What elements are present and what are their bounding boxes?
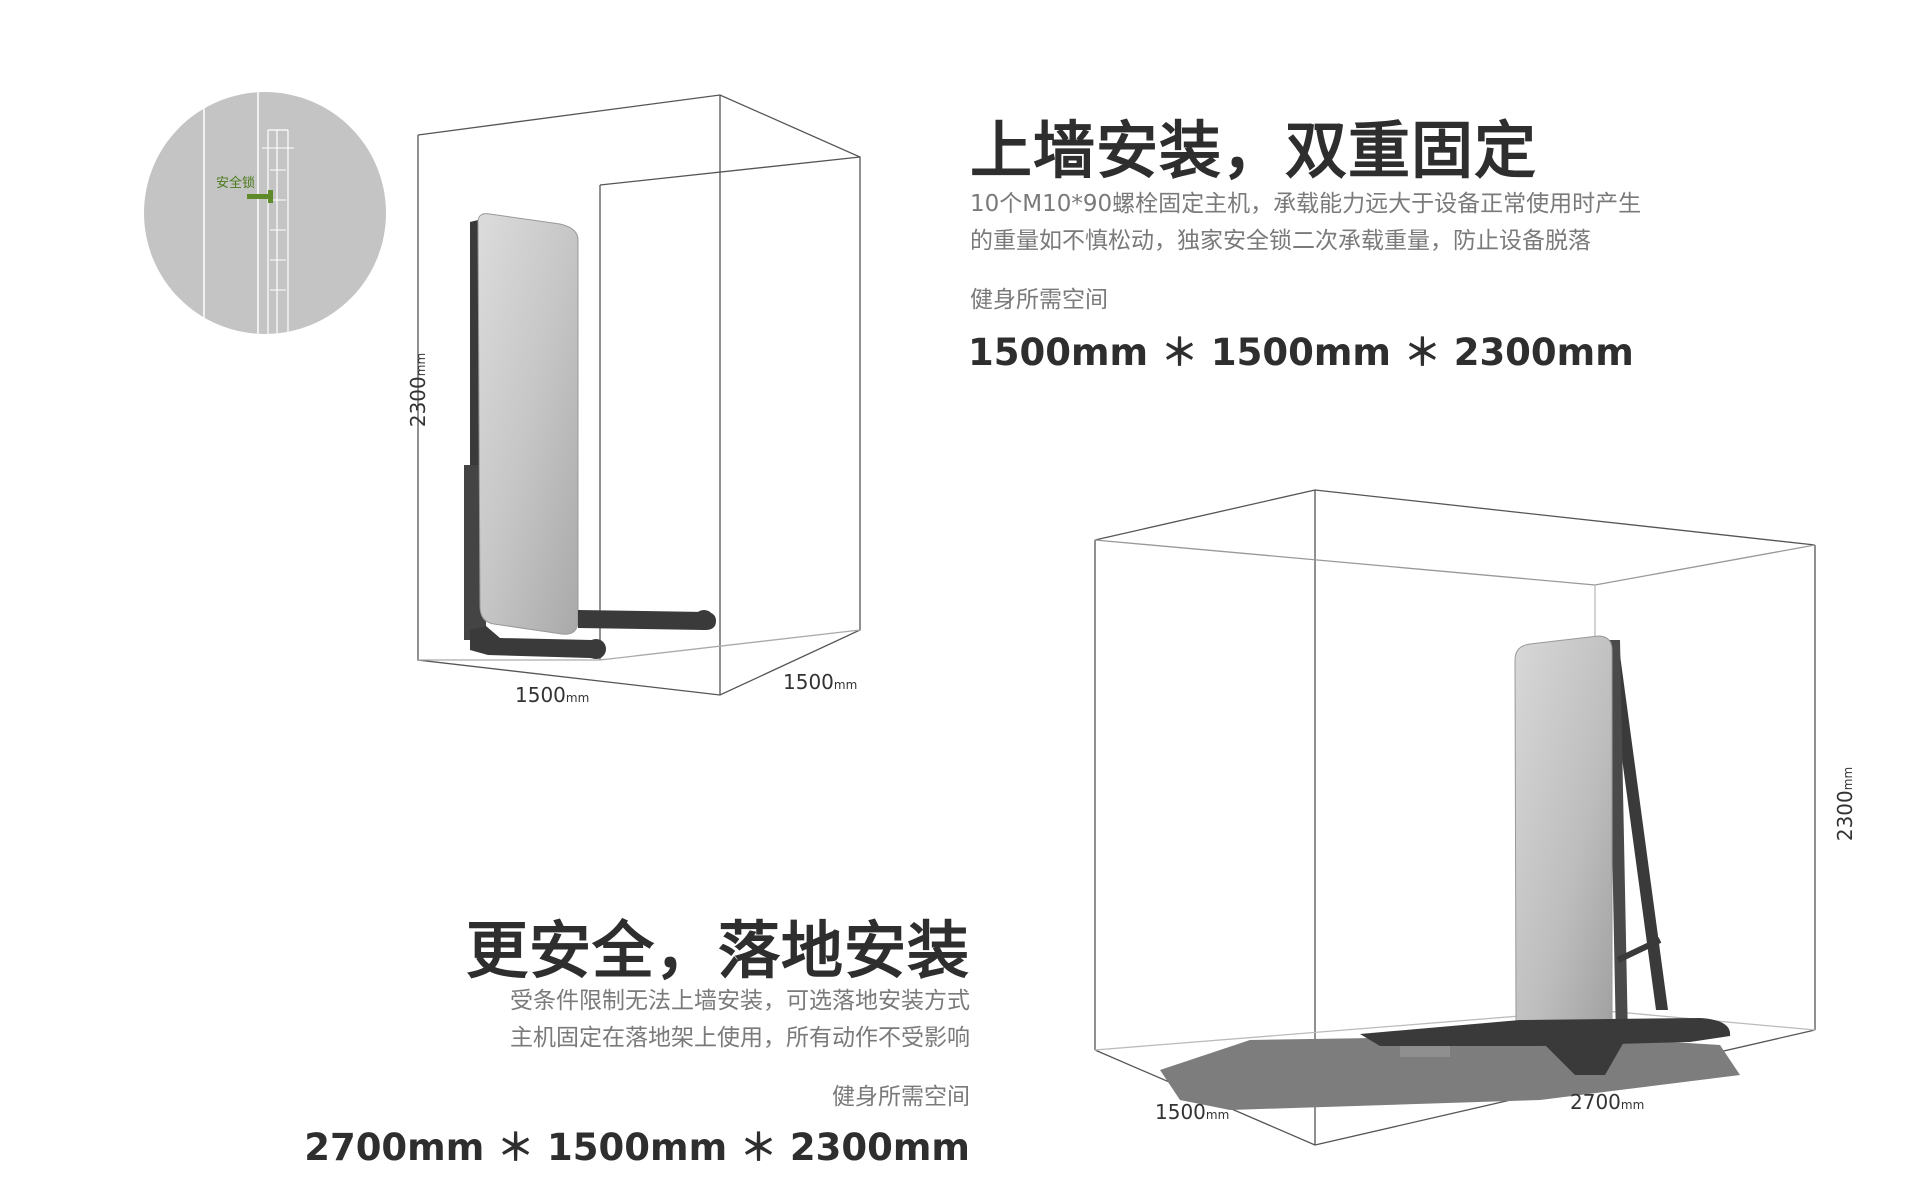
wall-mount-title: 上墙安装，双重固定 [970,114,1538,187]
wall-mount-desc-line-2: 的重量如不慎松动，独家安全锁二次承载重量，防止设备脱落 [970,228,1591,254]
wall-mount-space-label: 健身所需空间 [970,287,1108,313]
floor-box-width-value: 2700 [1570,1090,1621,1114]
wall-box-depth-value: 1500 [783,670,834,694]
floor-mount-desc-line-2: 主机固定在落地架上使用，所有动作不受影响 [510,1025,970,1051]
mat-logo [1400,1045,1450,1057]
wall-box-width-unit: mm [565,691,590,705]
floor-box-depth-label: 1500mm [1155,1100,1229,1124]
floor-mount-space-label: 健身所需空间 [832,1084,970,1110]
wall-box-height-unit: mm [414,352,428,377]
wall-box-height-value: 2300 [406,376,430,428]
wall-box-depth-unit: mm [833,678,858,692]
floor-box-height-value: 2300 [1833,790,1857,842]
inset-wall-drawing [203,92,294,334]
wall-mount-desc-line-1: 10个M10*90螺栓固定主机，承载能力远大于设备正常使用时产生 [970,191,1642,217]
wall-box-width-label: 1500mm [515,683,589,707]
floor-box-depth-unit: mm [1205,1108,1230,1122]
floor-mount-desc-line-1: 受条件限制无法上墙安装，可选落地安装方式 [510,988,970,1014]
wall-mount-device [464,213,716,659]
floor-box-height-unit: mm [1841,766,1855,791]
floor-mount-dimensions: 2700mm ＊ 1500mm ＊ 2300mm [304,1126,970,1169]
inset-circle [144,92,386,334]
floor-box-width-unit: mm [1620,1098,1645,1112]
floor-box-depth-value: 1500 [1155,1100,1206,1124]
wall-box-width-value: 1500 [515,683,566,707]
wall-mount-box [417,94,861,696]
safety-lock-label: 安全锁 [216,176,256,191]
floor-mount-device [1360,635,1731,1075]
wall-mount-description: 10个M10*90螺栓固定主机，承载能力远大于设备正常使用时产生 的重量如不慎松… [970,186,1641,260]
detail-inset [144,92,386,334]
floor-box-height-label: 2300mm [1833,764,1857,844]
floor-mount-description: 受条件限制无法上墙安装，可选落地安装方式 主机固定在落地架上使用，所有动作不受影… [510,983,970,1057]
wall-box-depth-label: 1500mm [783,670,857,694]
wall-box-height-label: 2300mm [406,350,430,430]
wall-mount-dimensions: 1500mm ＊ 1500mm ＊ 2300mm [968,331,1634,374]
floor-mount-title: 更安全，落地安装 [465,914,970,987]
floor-box-width-label: 2700mm [1570,1090,1644,1114]
